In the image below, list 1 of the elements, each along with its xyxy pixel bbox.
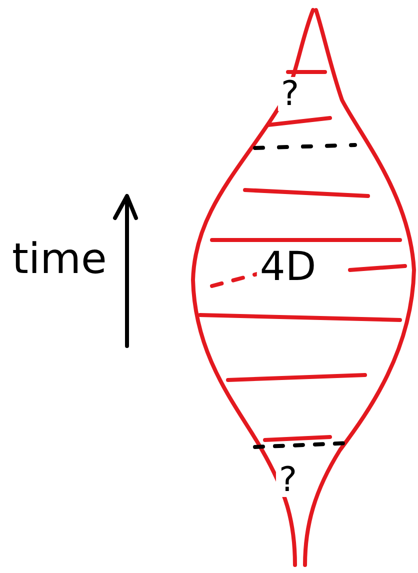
axis-label: time xyxy=(12,238,107,280)
